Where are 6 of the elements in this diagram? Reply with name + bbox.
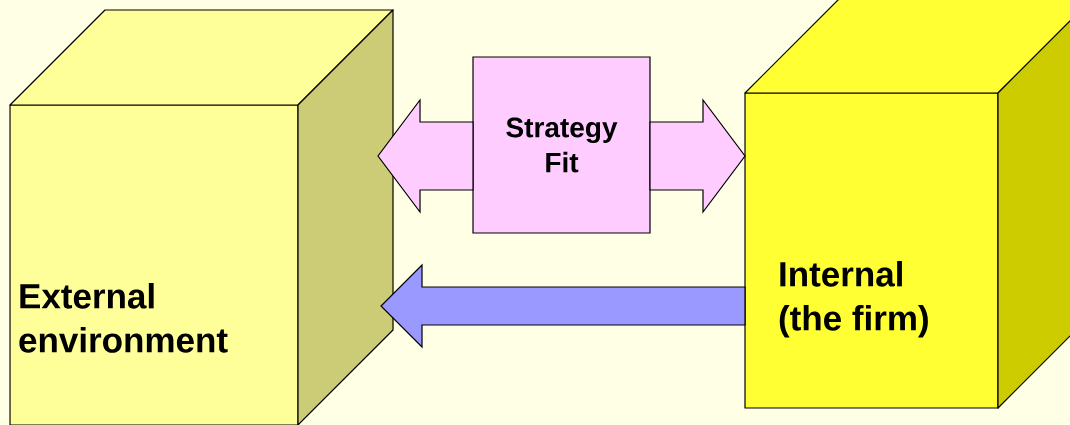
cube: External environment	[9, 9, 394, 425]
block-arrow	[377, 98, 474, 214]
box: Strategy Fit	[472, 56, 651, 234]
block-arrow	[380, 263, 746, 349]
block-arrow	[649, 98, 746, 214]
cube: Internal (the firm)	[744, 0, 1070, 409]
